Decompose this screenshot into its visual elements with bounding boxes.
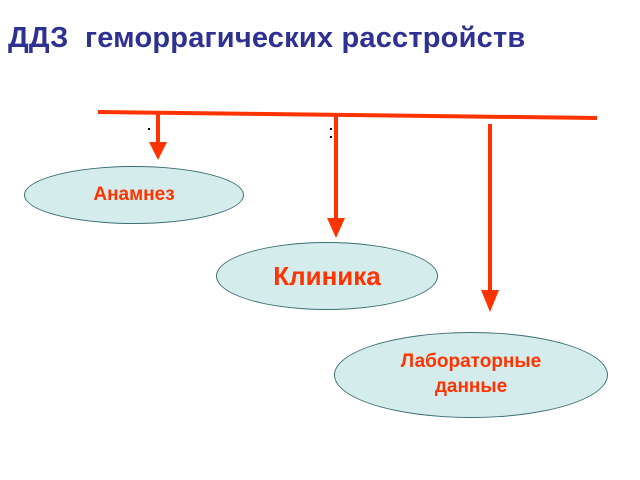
stray-dot <box>330 128 332 130</box>
node-lab-data: Лабораторные данные <box>334 332 608 418</box>
node-anamnez: Анамнез <box>24 166 244 224</box>
node-lab-label-line2: данные <box>434 376 508 397</box>
stray-dot <box>330 136 332 138</box>
arrowhead-lab <box>481 290 499 312</box>
stray-dot <box>148 128 150 130</box>
arrowhead-anamnez <box>149 142 167 160</box>
horizontal-bar <box>97 110 598 120</box>
node-anamnez-label: Анамнез <box>93 184 175 205</box>
diagram-title: ДДЗ геморрагических расстройств <box>8 22 526 54</box>
node-klinika-label: Клиника <box>273 260 381 291</box>
node-lab-label-line1: Лабораторные <box>400 351 542 373</box>
arrowhead-klinika <box>327 218 345 238</box>
node-klinika: Клиника <box>216 242 438 310</box>
